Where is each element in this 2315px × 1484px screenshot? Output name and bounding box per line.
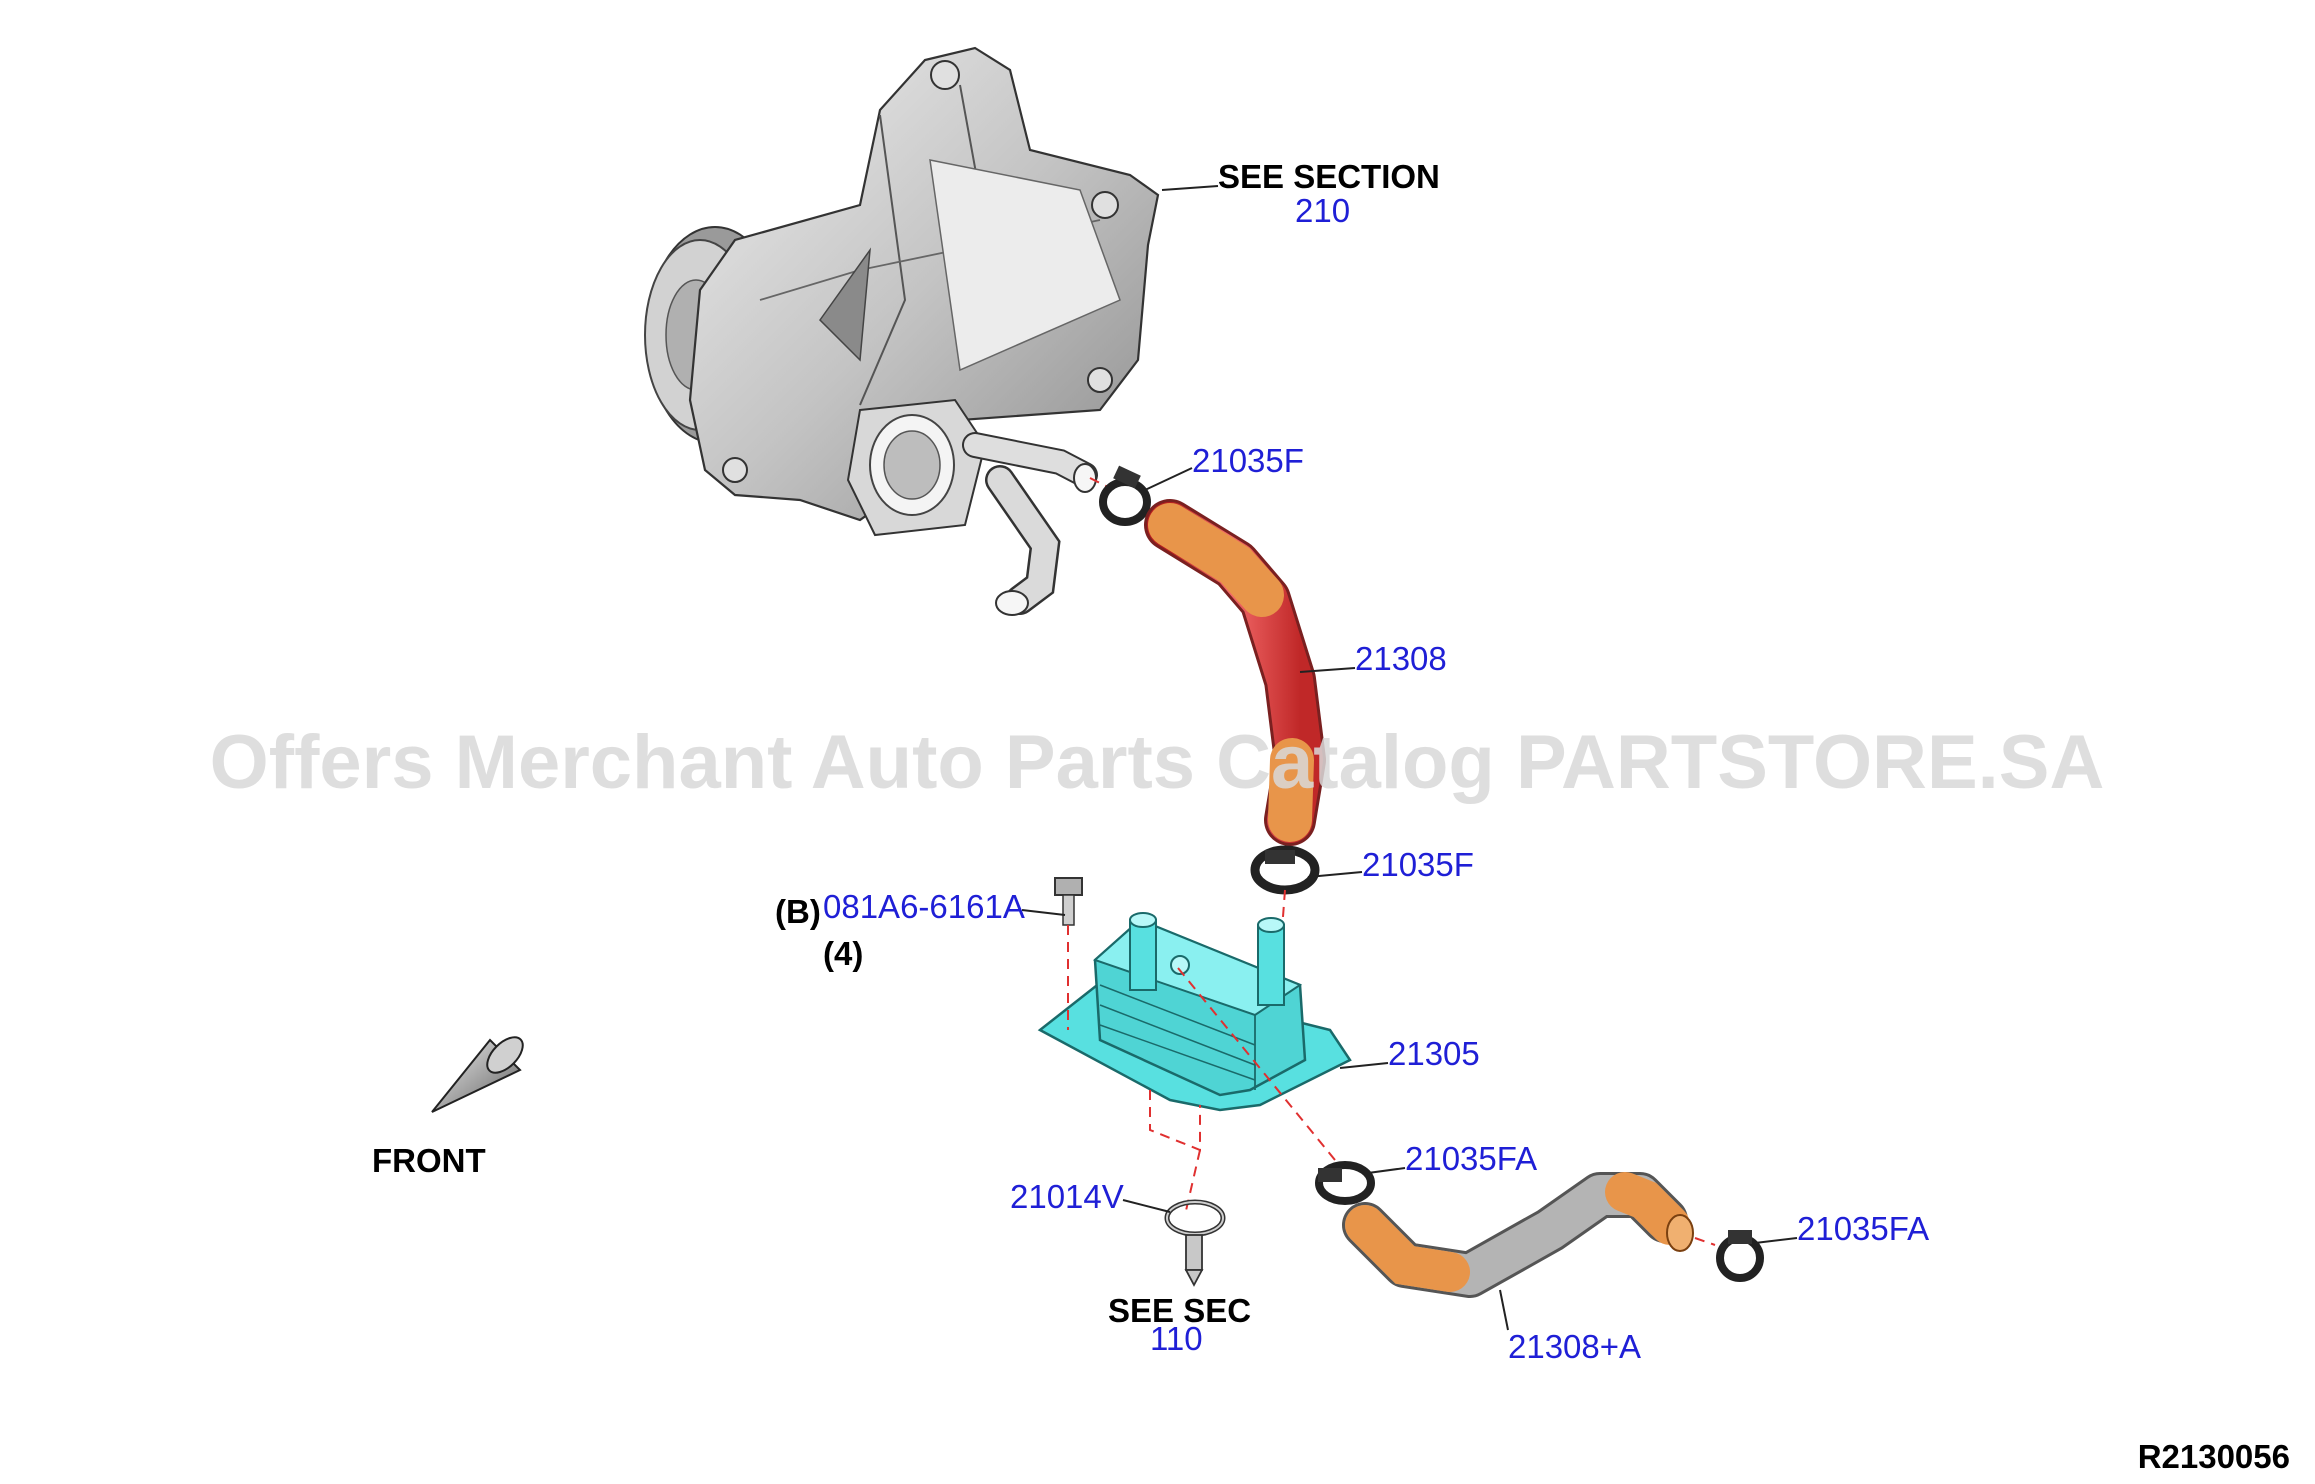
label-see-section: SEE SECTION <box>1218 158 1440 195</box>
label-see-sec-num[interactable]: 110 <box>1150 1320 1203 1357</box>
clamp-middle <box>1250 845 1320 931</box>
clamp-lower <box>1315 1161 1375 1205</box>
leader-clamp-right <box>1754 1237 1798 1244</box>
clamp-right <box>1716 1230 1764 1282</box>
assembly-line <box>1184 1149 1201 1216</box>
leader-clamp-lower <box>1367 1167 1406 1174</box>
watermark: Offers Merchant Auto Parts Catalog PARTS… <box>210 720 2105 805</box>
label-bolt[interactable]: 081A6-6161A <box>823 888 1025 925</box>
label-bolt-prefix: (B) <box>775 893 821 930</box>
label-clamp-mid[interactable]: 21035F <box>1362 846 1474 883</box>
leader-see-section <box>1161 185 1219 191</box>
leader-oil-cooler <box>1339 1062 1389 1069</box>
label-see-sec: SEE SEC <box>1108 1292 1251 1329</box>
clamp-upper <box>1089 465 1151 526</box>
label-clamp-top[interactable]: 21035F <box>1192 442 1304 479</box>
label-o-ring[interactable]: 21014V <box>1010 1178 1124 1215</box>
hose-upper <box>1144 499 1326 846</box>
leader-hose-lower <box>1499 1289 1509 1331</box>
diagram-id: R2130056 <box>2138 1438 2290 1475</box>
label-see-section-num[interactable]: 210 <box>1295 192 1350 229</box>
bolt <box>1054 877 1083 1030</box>
label-front: FRONT <box>372 1142 486 1179</box>
leader-clamp-mid <box>1307 871 1363 878</box>
o-ring <box>1164 1199 1226 1237</box>
label-hose-lower[interactable]: 21308+A <box>1508 1328 1641 1365</box>
label-oil-cooler[interactable]: 21305 <box>1388 1035 1480 1072</box>
label-clamp-right[interactable]: 21035FA <box>1797 1210 1929 1247</box>
leader-hose-upper <box>1299 667 1356 673</box>
label-hose-upper[interactable]: 21308 <box>1355 640 1447 677</box>
pump-housing <box>644 46 1160 616</box>
assembly-line <box>1177 967 1336 1161</box>
oil-cooler <box>1037 912 1352 1112</box>
front-arrow-icon <box>431 1036 524 1113</box>
hose-lower <box>1342 1172 1716 1298</box>
leader-bolt <box>1021 909 1066 916</box>
label-bolt-qty: (4) <box>823 935 863 972</box>
leader-o-ring <box>1122 1199 1171 1213</box>
stud <box>1184 1234 1204 1287</box>
assembly-line <box>1149 1090 1201 1152</box>
leader-clamp-top <box>1144 467 1193 491</box>
label-clamp-lower[interactable]: 21035FA <box>1405 1140 1537 1177</box>
